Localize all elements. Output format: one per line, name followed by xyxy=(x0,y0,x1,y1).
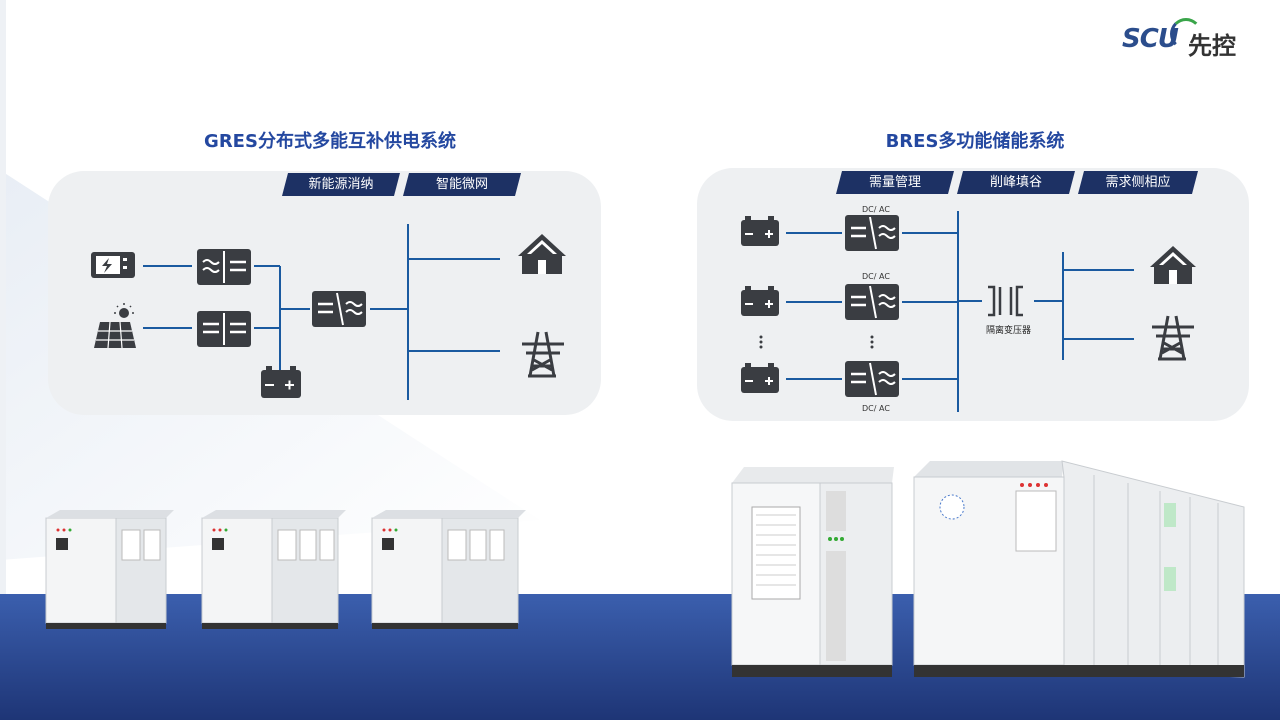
logo-latin-text: SCU xyxy=(1122,24,1179,54)
energy-cabinet-image xyxy=(371,510,526,629)
ellipsis-icon xyxy=(759,335,874,349)
tag-smart-microgrid: 智能微网 xyxy=(403,173,521,196)
power-tower-icon xyxy=(522,331,564,378)
gres-cabinet-products xyxy=(45,510,526,629)
transformer-label: 隔离变压器 xyxy=(986,324,1031,336)
inverter-icon xyxy=(312,291,366,327)
tag-demand-response: 需求侧相应 xyxy=(1078,171,1198,194)
gres-wiring xyxy=(143,224,500,400)
battery-icon xyxy=(741,363,779,393)
company-logo: SCU 先控 xyxy=(1122,18,1262,62)
bres-products xyxy=(731,460,1245,678)
battery-icon xyxy=(261,366,301,398)
battery-icon xyxy=(741,216,779,246)
pcs-converter-icon xyxy=(845,361,899,397)
charger-icon xyxy=(91,252,135,278)
energy-cabinet-image xyxy=(45,510,174,629)
dcac-label: DC/ AC xyxy=(862,404,890,413)
house-icon xyxy=(1150,246,1196,284)
pcs-converter-icon xyxy=(845,284,899,320)
energy-cabinet-image xyxy=(201,510,346,629)
tag-demand-management: 需量管理 xyxy=(836,171,954,194)
transformer-icon xyxy=(988,285,1023,317)
bres-title: BRES多功能储能系统 xyxy=(885,131,1065,152)
battery-icon xyxy=(741,286,779,316)
tag-peak-shaving: 削峰填谷 xyxy=(957,171,1075,194)
dcac-label: DC/ AC xyxy=(862,205,890,214)
dcac-label: DC/ AC xyxy=(862,272,890,281)
dcdc-converter-icon xyxy=(197,249,251,285)
container-storage-image xyxy=(913,460,1245,678)
gres-title: GRES分布式多能互补供电系统 xyxy=(204,131,456,152)
pv-converter-icon xyxy=(197,311,251,347)
solar-panel-icon xyxy=(94,303,136,349)
house-icon xyxy=(518,234,566,274)
tag-new-energy: 新能源消纳 xyxy=(282,173,400,196)
bres-wiring xyxy=(786,211,1134,412)
power-tower-icon xyxy=(1152,315,1194,361)
logo-mark-icon xyxy=(1170,18,1202,50)
pcs-converter-icon xyxy=(845,215,899,251)
outdoor-cabinet-image xyxy=(731,467,894,677)
logo-chinese-text: 先控 xyxy=(1188,32,1236,60)
